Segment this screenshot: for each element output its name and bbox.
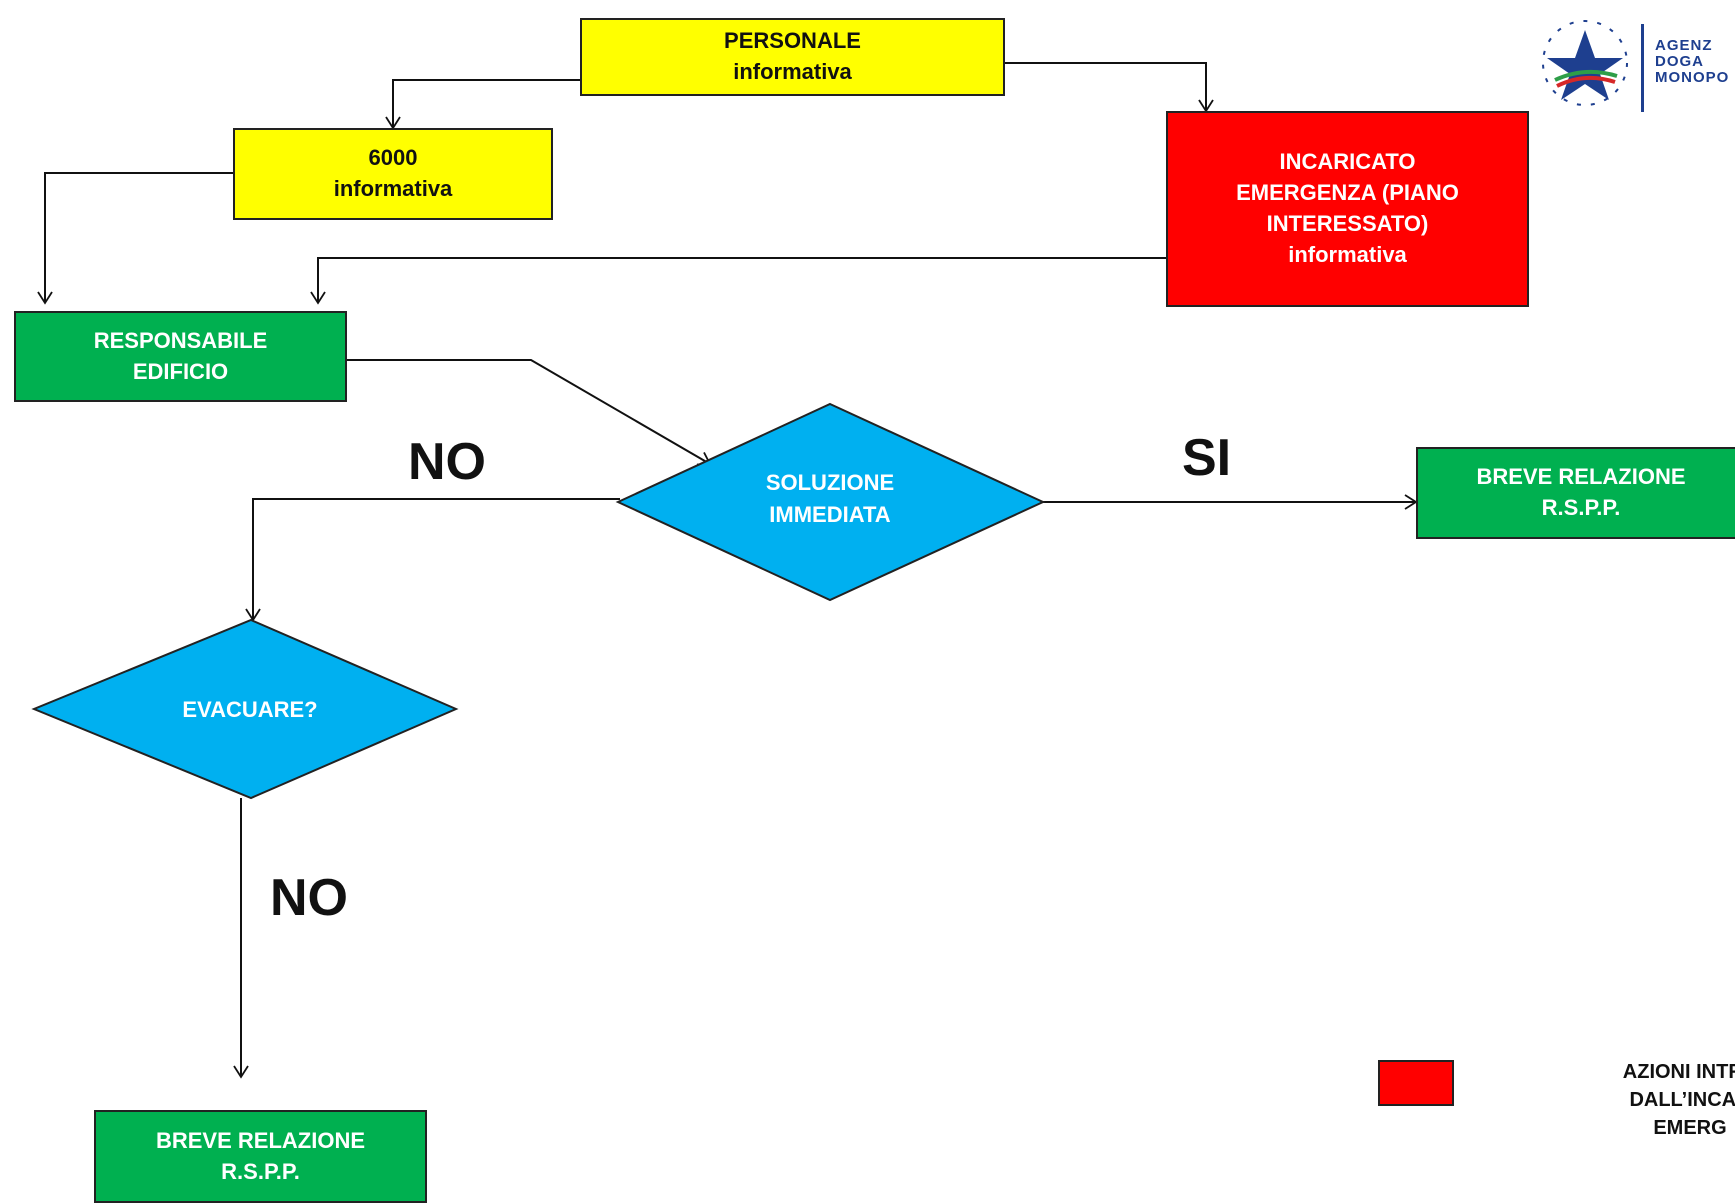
edge-soluzione-to-evacuare [245,498,620,622]
node-6000-line1: 6000 [368,145,418,171]
node-responsabile[interactable]: RESPONSABILE EDIFICIO [14,311,347,402]
node-breve-right-line1: BREVE RELAZIONE [1476,464,1686,490]
logo-line: MONOPO [1655,68,1730,86]
logo-line: DOGA [1655,52,1704,70]
edge-responsabile-to-soluzione [347,359,712,466]
node-breve-right-line2: R.S.P.P. [1541,495,1621,520]
logo-wordmark: AGENZ DOGA MONOPO [1655,38,1729,85]
legend-swatch-red [1378,1060,1454,1106]
node-breve-bottom-line1: BREVE RELAZIONE [155,1127,366,1153]
edge-incaricato-to-responsabile [310,257,1166,305]
node-incaricato-line2: EMERGENZA (PIANO [1236,180,1459,206]
node-incaricato-line4: informativa [1288,241,1407,267]
legend-line: DALL’INCAR [1629,1089,1735,1111]
legend-text: AZIONI INTRA DALL’INCAR EMERG [1540,1058,1735,1142]
node-responsabile-line2: EDIFICIO [132,358,229,384]
decision-evacuare-line1: EVACUARE? [182,697,318,722]
edge-label-no-top: NO [408,433,486,491]
node-incaricato-line1: INCARICATO [1279,149,1416,175]
decision-soluzione-label: SOLUZIONE IMMEDIATA [700,467,960,531]
node-personale-line2: informativa [733,59,852,84]
legend-line: AZIONI INTRA [1622,1061,1735,1083]
node-incaricato-line3: INTERESSATO) [1266,211,1429,236]
edge-personale-to-6000 [385,79,580,130]
node-personale-line1: PERSONALE [724,28,861,54]
edge-personale-to-incaricato [1005,62,1214,113]
decision-soluzione-diamond[interactable] [615,402,1046,602]
logo-line: AGENZ [1655,37,1713,54]
edge-label-si: SI [1182,429,1232,487]
node-6000[interactable]: 6000 informativa [233,128,553,220]
decision-soluzione-line2: IMMEDIATA [769,501,891,527]
node-breve-relazione-bottom[interactable]: BREVE RELAZIONE R.S.P.P. [94,1110,427,1203]
node-responsabile-line1: RESPONSABILE [93,327,268,353]
node-breve-relazione-right[interactable]: BREVE RELAZIONE R.S.P.P. [1416,447,1735,539]
node-breve-bottom-line2: R.S.P.P. [221,1158,300,1184]
decision-soluzione-line1: SOLUZIONE [765,470,895,495]
node-personale[interactable]: PERSONALE informativa [580,18,1005,96]
legend-line: EMERG [1653,1117,1727,1139]
decision-evacuare-diamond[interactable] [31,618,459,800]
agency-logo [1542,20,1644,112]
edge-6000-to-responsabile [37,172,233,305]
node-6000-line2: informativa [333,176,453,201]
decision-evacuare-label: EVACUARE? [130,694,370,726]
edge-label-no-bottom: NO [270,869,348,927]
node-incaricato[interactable]: INCARICATO EMERGENZA (PIANO INTERESSATO)… [1166,111,1529,307]
